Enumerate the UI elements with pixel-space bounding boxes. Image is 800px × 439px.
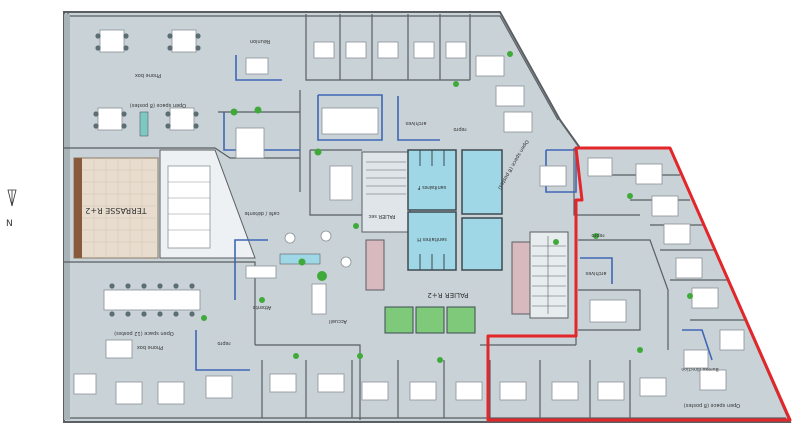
archives-right-label: archives xyxy=(585,270,606,276)
top-offices xyxy=(339,14,441,80)
archives-top-label: archives xyxy=(405,120,426,126)
landing-sec-label: PALIER sec xyxy=(368,213,395,219)
repro-left-label: repro xyxy=(217,340,230,346)
north-label: N xyxy=(6,219,13,229)
open-space-bottom-right-label: Open space (8 postes) xyxy=(684,402,740,408)
bureau-direction-label: Bureau direction xyxy=(681,366,718,372)
accueil-label: Accueil xyxy=(329,318,347,324)
terrace: TERRASSE R+2 xyxy=(73,157,159,259)
open-space-top-left-label: Open space (8 postes) xyxy=(130,102,186,108)
landing-label: PALIER R+2 xyxy=(427,291,468,299)
sanitaires-f-label: sanitaires F xyxy=(418,184,447,190)
partitions xyxy=(64,14,713,420)
atrium xyxy=(159,149,256,259)
desk-cluster xyxy=(73,283,233,405)
desk-cluster xyxy=(93,29,201,137)
phone-box-top-label: Phone box xyxy=(135,72,161,78)
highlighted-zone xyxy=(486,146,792,422)
open-space-bottom-left-label: Open space (12 postes) xyxy=(114,330,174,336)
north-arrow-icon xyxy=(7,189,17,207)
building-core: PALIER sec sanitaires F sanitaires H PAL… xyxy=(361,149,569,334)
repro-right-label: repro xyxy=(591,232,604,238)
phone-box-bottom-label: Phone box xyxy=(137,344,163,350)
attente-label: Attente xyxy=(253,304,272,310)
desks xyxy=(73,29,745,405)
cafe-label: café / détente xyxy=(244,210,279,217)
plants xyxy=(201,51,693,363)
bottom-offices xyxy=(261,360,631,418)
repro-top-label: repro xyxy=(453,126,466,132)
reunion-label: Réunion xyxy=(250,38,270,45)
sanitaires-h-label: sanitaires H xyxy=(417,236,447,242)
terrace-label: TERRASSE R+2 xyxy=(85,206,147,215)
